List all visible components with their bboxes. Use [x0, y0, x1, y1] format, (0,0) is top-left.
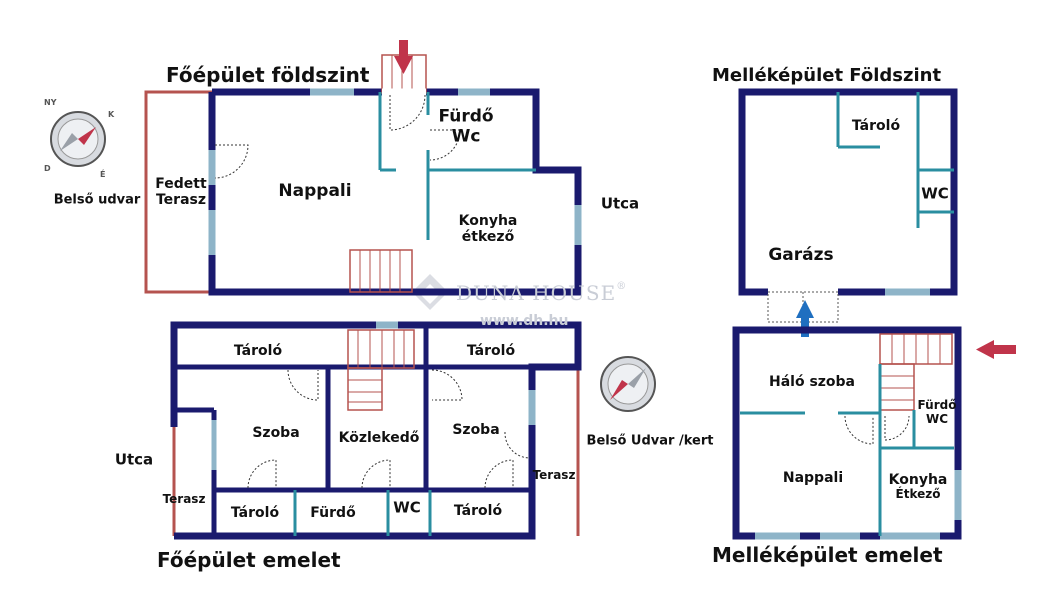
room-label-line: Fürdő — [438, 106, 494, 127]
room-label-living: Nappali — [782, 469, 844, 486]
room-label-covered-terrace: Fedett Terasz — [155, 176, 206, 208]
floor-title-annex-upper: Melléképület emelet — [712, 543, 943, 567]
room-label-room: Szoba — [452, 421, 500, 438]
room-label-bathroom: Fürdő WC — [917, 398, 957, 427]
room-label-line: WC — [925, 412, 949, 426]
entrance-arrow-icon — [394, 40, 413, 74]
watermark-url: www.dh.hu — [480, 313, 569, 329]
room-label-storage: Tároló — [851, 117, 901, 134]
room-label-garage: Garázs — [768, 245, 834, 266]
outside-label-inner-yard-garden: Belső Udvar /kert — [586, 433, 714, 449]
compass-letter-north: É — [100, 170, 106, 179]
compass-letter-south: D — [44, 164, 51, 173]
passage-arrow-icon — [796, 300, 814, 337]
room-label-line: Terasz — [155, 192, 207, 208]
compass-icon — [50, 111, 106, 167]
compass-letter-east: K — [108, 110, 115, 119]
room-label-wc: WC — [921, 184, 949, 203]
watermark-brand-text: DUNA HOUSE — [456, 281, 617, 305]
outside-label-inner-yard: Belső udvar — [53, 192, 141, 208]
room-label-storage: Tároló — [230, 504, 280, 521]
main-ground-floor-plan — [144, 54, 582, 296]
entrance-arrow-right-icon — [976, 340, 1016, 359]
room-label-room: Szoba — [252, 424, 300, 441]
room-label-kitchen: Konyha étkező — [459, 213, 518, 245]
room-label-line: étkező — [461, 229, 515, 245]
room-label-line: Konyha — [888, 472, 948, 489]
compass-icon — [600, 356, 656, 412]
room-label-wc: WC — [393, 498, 421, 517]
watermark-registered: ® — [616, 281, 628, 292]
room-label-line: Fürdő — [917, 398, 957, 413]
annex-ground-floor-plan — [738, 88, 958, 323]
room-label-bathroom: Fürdő Wc — [438, 107, 493, 146]
room-label-terrace: Terasz — [532, 468, 576, 483]
floor-title-annex-ground: Melléképület Földszint — [712, 65, 942, 86]
main-upper-floor-plan — [170, 321, 582, 540]
outside-label-street: Utca — [600, 194, 640, 213]
room-label-storage: Tároló — [453, 502, 503, 519]
compass-letter-west: NY — [44, 98, 57, 107]
room-label-corridor: Közlekedő — [338, 429, 420, 446]
room-label-line: Wc — [451, 126, 481, 146]
room-label-bedroom: Háló szoba — [768, 373, 856, 390]
room-label-living: Nappali — [278, 181, 352, 202]
room-label-line: Étkező — [895, 487, 941, 502]
room-label-storage: Tároló — [466, 342, 516, 359]
floor-title-main-upper: Főépület emelet — [157, 548, 341, 572]
room-label-terrace: Terasz — [162, 492, 206, 507]
floor-title-main-ground: Főépület földszint — [166, 63, 370, 87]
room-label-kitchen: Konyha Étkező — [889, 472, 948, 502]
room-label-storage: Tároló — [233, 342, 283, 359]
watermark-brand: DUNA HOUSE® — [456, 281, 627, 305]
outside-label-street: Utca — [114, 450, 154, 469]
room-label-line: Fedett — [155, 175, 207, 192]
room-label-line: Konyha — [458, 212, 518, 229]
room-label-bathroom: Fürdő — [310, 504, 356, 521]
annex-upper-floor-plan — [732, 326, 962, 540]
